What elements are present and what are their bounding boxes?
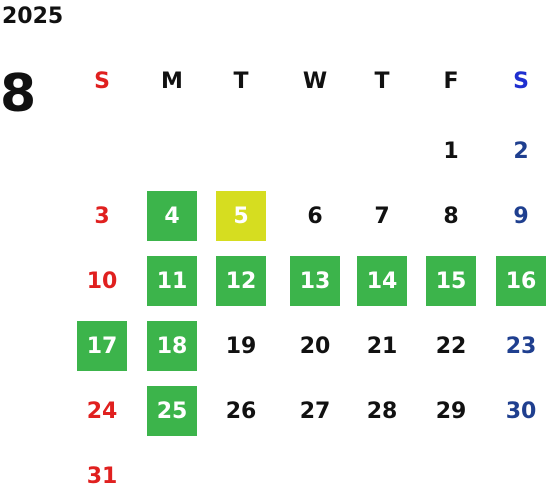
day-cell-27[interactable]: 27 bbox=[299, 398, 331, 424]
day-cell-31[interactable]: 31 bbox=[86, 463, 118, 489]
year-label: 2025 bbox=[2, 4, 64, 29]
day-cell-30[interactable]: 30 bbox=[505, 398, 537, 424]
day-cell-14[interactable]: 14 bbox=[357, 256, 407, 306]
weekday-header-mon: M bbox=[161, 69, 183, 94]
day-cell-5[interactable]: 5 bbox=[216, 191, 266, 241]
day-cell-6[interactable]: 6 bbox=[307, 203, 323, 229]
weekday-header-sat: S bbox=[513, 69, 529, 94]
day-cell-13[interactable]: 13 bbox=[290, 256, 340, 306]
day-cell-3[interactable]: 3 bbox=[94, 203, 110, 229]
day-cell-21[interactable]: 21 bbox=[366, 333, 398, 359]
weekday-header-fri: F bbox=[443, 69, 459, 94]
day-cell-29[interactable]: 29 bbox=[435, 398, 467, 424]
day-cell-17[interactable]: 17 bbox=[77, 321, 127, 371]
day-cell-7[interactable]: 7 bbox=[374, 203, 390, 229]
day-cell-24[interactable]: 24 bbox=[86, 398, 118, 424]
weekday-header-wed: W bbox=[302, 69, 328, 94]
day-cell-2[interactable]: 2 bbox=[513, 138, 529, 164]
day-cell-22[interactable]: 22 bbox=[435, 333, 467, 359]
day-cell-8[interactable]: 8 bbox=[443, 203, 459, 229]
weekday-header-tue: T bbox=[233, 69, 249, 94]
day-cell-10[interactable]: 10 bbox=[86, 268, 118, 294]
weekday-header-sun: S bbox=[94, 69, 110, 94]
month-number: 8 bbox=[0, 64, 37, 124]
day-cell-15[interactable]: 15 bbox=[426, 256, 476, 306]
day-cell-25[interactable]: 25 bbox=[147, 386, 197, 436]
day-cell-26[interactable]: 26 bbox=[225, 398, 257, 424]
day-cell-23[interactable]: 23 bbox=[505, 333, 537, 359]
day-cell-12[interactable]: 12 bbox=[216, 256, 266, 306]
day-cell-28[interactable]: 28 bbox=[366, 398, 398, 424]
day-cell-19[interactable]: 19 bbox=[225, 333, 257, 359]
day-cell-9[interactable]: 9 bbox=[513, 203, 529, 229]
weekday-header-thu: T bbox=[374, 69, 390, 94]
day-cell-1[interactable]: 1 bbox=[443, 138, 459, 164]
day-cell-20[interactable]: 20 bbox=[299, 333, 331, 359]
day-cell-11[interactable]: 11 bbox=[147, 256, 197, 306]
day-cell-18[interactable]: 18 bbox=[147, 321, 197, 371]
day-cell-4[interactable]: 4 bbox=[147, 191, 197, 241]
day-cell-16[interactable]: 16 bbox=[496, 256, 546, 306]
